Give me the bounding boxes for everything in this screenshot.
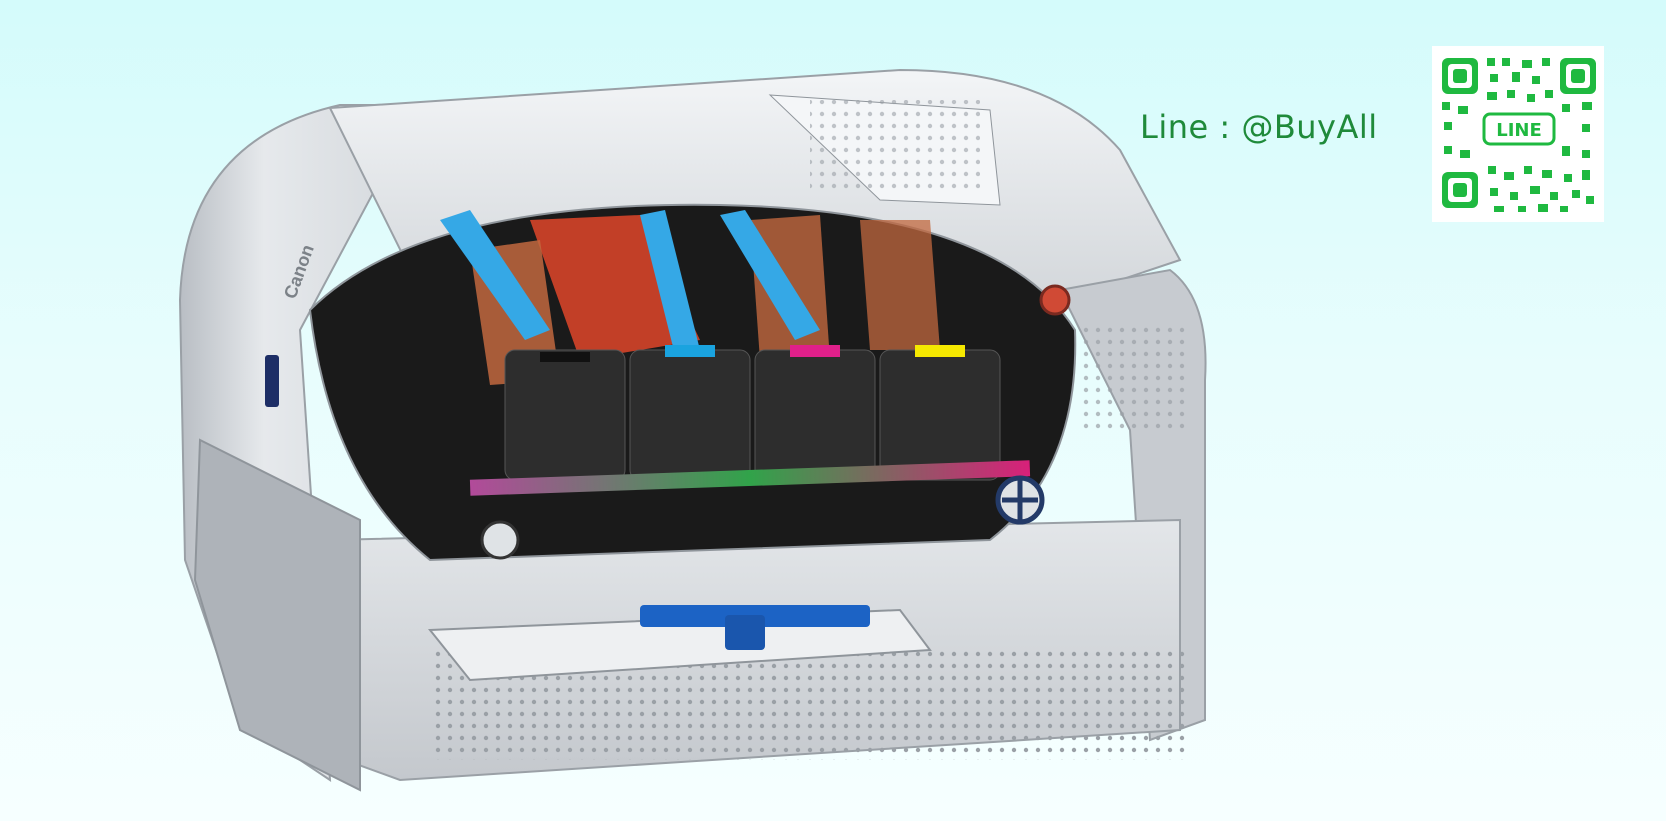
laser-beam-orange-3: [860, 220, 940, 350]
toner-cartridges: [504, 345, 1001, 481]
toner-tab-magenta: [790, 345, 840, 357]
printer-bottom-tray: [193, 438, 361, 792]
roller-left: [480, 520, 520, 560]
toner-cartridge-cyan: [629, 349, 751, 481]
laser-beam-blue-3: [720, 210, 820, 340]
laser-beam-blue-2: [640, 210, 700, 355]
fuser-roller: [1039, 284, 1071, 316]
transfer-belt: [469, 460, 1031, 496]
toner-tab-black: [540, 352, 590, 362]
toner-cartridge-black: [504, 349, 626, 481]
side-label: [265, 355, 279, 407]
laser-beam-blue-1: [440, 210, 550, 340]
toner-cartridge-magenta: [754, 349, 876, 481]
qr-code-graphic: LINE: [1432, 46, 1604, 222]
line-qr-code[interactable]: LINE: [1432, 46, 1604, 222]
output-slot-grille: [810, 100, 980, 190]
right-vent-grille: [1080, 325, 1185, 435]
laser-beam-red: [530, 215, 700, 360]
line-contact-label: Line : @BuyAll: [1140, 108, 1378, 146]
qr-line-badge: LINE: [1496, 120, 1542, 141]
toner-tab-cyan: [665, 345, 715, 357]
toner-tab-yellow: [915, 345, 965, 357]
paper-guide-handle: [725, 615, 765, 650]
toner-cartridge-yellow: [879, 349, 1001, 481]
roller-right-spokes: [1002, 480, 1038, 520]
